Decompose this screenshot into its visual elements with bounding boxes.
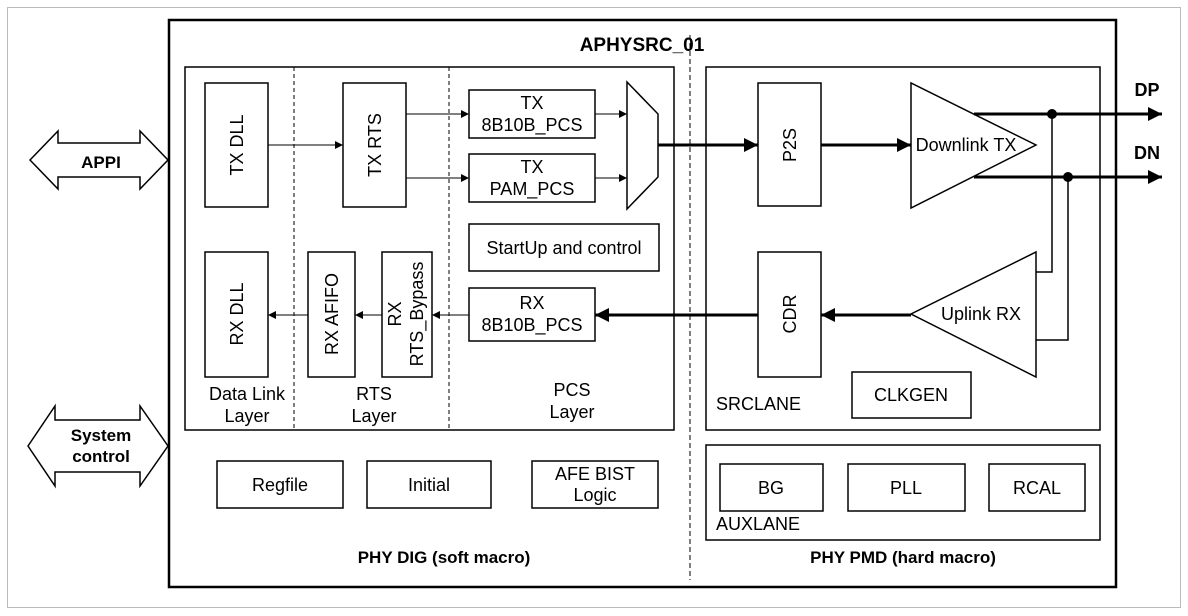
rx-afifo-block	[307, 251, 356, 378]
regfile-label: Regfile	[252, 475, 308, 495]
rcal-block	[988, 463, 1086, 512]
tx-dll-label: TX DLL	[227, 114, 247, 175]
initial-label: Initial	[408, 475, 450, 495]
rcal-label: RCAL	[1013, 478, 1061, 498]
rx-afifo-label: RX AFIFO	[322, 273, 342, 355]
phy-pmd-caption: PHY PMD (hard macro)	[810, 548, 996, 567]
p2s-label: P2S	[780, 128, 800, 162]
tx-rts-label: TX RTS	[365, 113, 385, 177]
dp-label: DP	[1134, 80, 1159, 100]
pll-block	[847, 463, 966, 512]
dig-layers-box	[184, 66, 675, 431]
dn-loopback-wire	[1036, 177, 1069, 341]
uplink-rx-receiver	[909, 250, 1037, 379]
initial-block	[366, 460, 492, 509]
bg-label: BG	[758, 478, 784, 498]
uplink-rx-label: Uplink RX	[941, 304, 1021, 324]
clkgen-block	[851, 371, 972, 419]
auxlane-box	[705, 444, 1101, 541]
phy-dig-caption: PHY DIG (soft macro)	[358, 548, 531, 567]
startup-control-label: StartUp and control	[486, 238, 641, 258]
srclane-box	[705, 66, 1101, 431]
tx-8b10b-pcs-block	[468, 89, 596, 139]
regfile-block	[216, 460, 344, 509]
bg-block	[719, 463, 824, 512]
auxlane-label: AUXLANE	[716, 514, 800, 534]
appi-label: APPI	[81, 153, 121, 172]
dp-loopback-wire	[1036, 114, 1053, 273]
pll-label: PLL	[890, 478, 922, 498]
rx-rts-bypass-block	[381, 251, 433, 378]
diagram-title: APHYSRC_01	[580, 35, 705, 56]
downlink-tx-label: Downlink TX	[916, 135, 1017, 155]
image-border	[7, 7, 1181, 608]
cdr-label: CDR	[780, 295, 800, 334]
afe-bist-block	[531, 460, 659, 509]
clkgen-label: CLKGEN	[874, 385, 948, 405]
rx-8b10b-pcs-block	[468, 287, 596, 342]
appi-arrow	[28, 129, 170, 191]
appi-interface: APPI	[28, 129, 170, 191]
rx-dll-label: RX DLL	[227, 282, 247, 345]
tx-mux	[626, 80, 659, 211]
startup-control-block	[468, 223, 660, 272]
aphysrc-frame	[167, 18, 1118, 589]
dn-label: DN	[1134, 143, 1160, 163]
srclane-label: SRCLANE	[716, 394, 801, 414]
cdr-block	[757, 251, 822, 378]
system-control-arrow	[27, 403, 169, 489]
p2s-block	[757, 82, 822, 207]
